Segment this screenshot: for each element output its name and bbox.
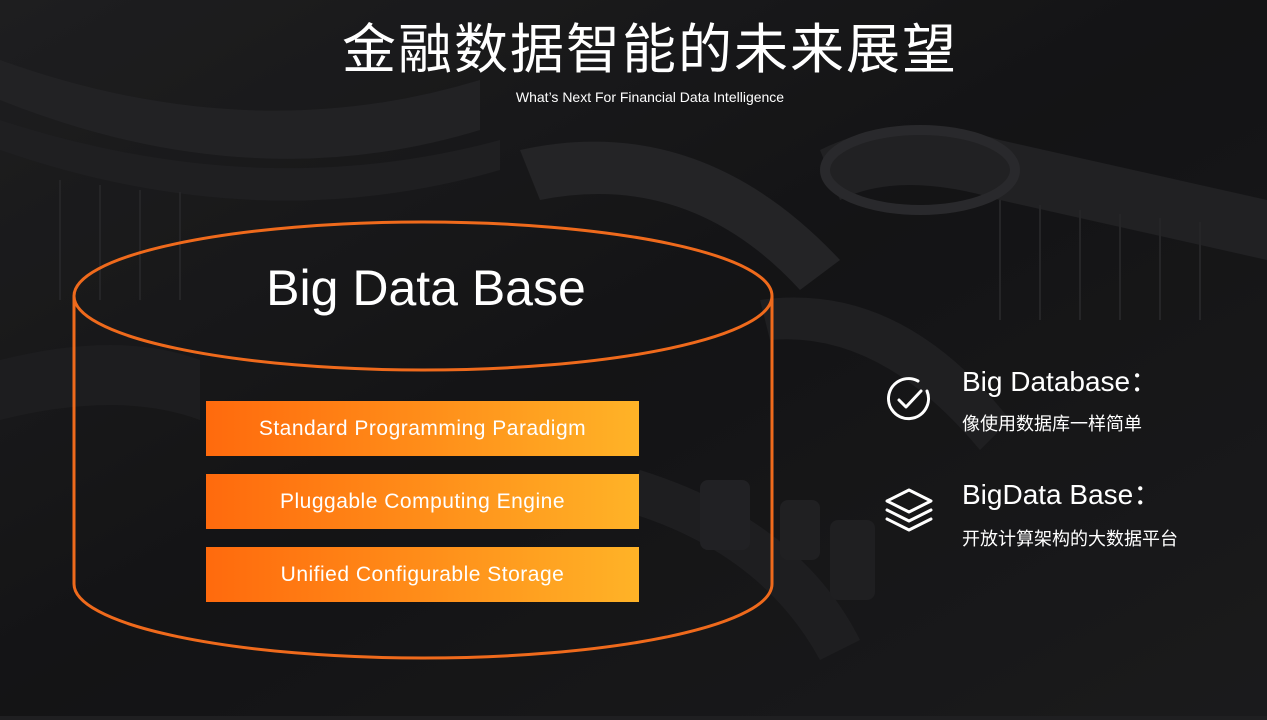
feature-bar-programming-paradigm: Standard Programming Paradigm	[206, 401, 639, 456]
slide-subtitle: What’s Next For Financial Data Intellige…	[515, 89, 785, 105]
side-item-heading: Big Database：	[962, 366, 1159, 397]
side-item-description: 像使用数据库一样简单	[962, 414, 1142, 435]
slide-title: 金融数据智能的未来展望	[342, 18, 958, 81]
side-item-description: 开放计算架构的大数据平台	[962, 529, 1178, 550]
cylinder-body-outline	[72, 296, 774, 660]
cylinder-top-ellipse	[72, 220, 774, 372]
side-item-heading: BigData Base：	[962, 479, 1162, 510]
feature-bar-configurable-storage: Unified Configurable Storage	[206, 547, 639, 602]
layers-icon	[880, 480, 938, 538]
check-circle-icon	[880, 369, 938, 427]
feature-bar-computing-engine: Pluggable Computing Engine	[206, 474, 639, 529]
cylinder-title: Big Data Base	[266, 260, 586, 316]
